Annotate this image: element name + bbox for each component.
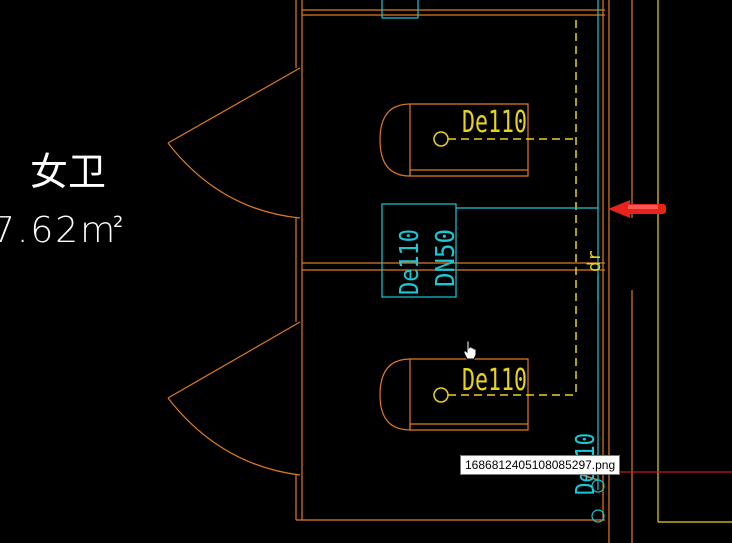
toilet-lower bbox=[379, 358, 529, 431]
room-area: 7.62m bbox=[0, 210, 117, 251]
vlabel-middle-right: DN50 bbox=[431, 229, 461, 287]
vlabel-middle-left: De110 bbox=[395, 229, 425, 295]
hand-cursor-icon bbox=[462, 340, 478, 364]
pipe-labels: De110 De110 bbox=[462, 105, 527, 398]
room-area-exponent: 2 bbox=[113, 212, 123, 231]
pipe-label-lower: De110 bbox=[462, 363, 527, 398]
door-upper bbox=[167, 67, 301, 219]
vlabel-riser: dr bbox=[584, 250, 605, 272]
door-lower bbox=[167, 321, 301, 476]
annotation-lines bbox=[381, 0, 605, 523]
room-name: 女卫 bbox=[30, 150, 106, 194]
riser-circle-b bbox=[591, 509, 605, 523]
arrow-left-icon bbox=[608, 200, 666, 218]
walls bbox=[295, 0, 633, 543]
room-label: 女卫 7.62m 2 bbox=[0, 150, 123, 251]
toilet-upper bbox=[379, 103, 529, 177]
pipe-label-upper: De110 bbox=[462, 105, 527, 140]
right-frame bbox=[618, 0, 732, 523]
filename-tooltip: 1686812405108085297.png bbox=[460, 455, 621, 475]
vertical-labels: De110 DN50 dr De110 bbox=[395, 229, 605, 495]
riser-circle-a bbox=[591, 479, 605, 493]
drain-outlet-lower bbox=[433, 387, 449, 403]
drain-outlet-upper bbox=[433, 131, 449, 147]
